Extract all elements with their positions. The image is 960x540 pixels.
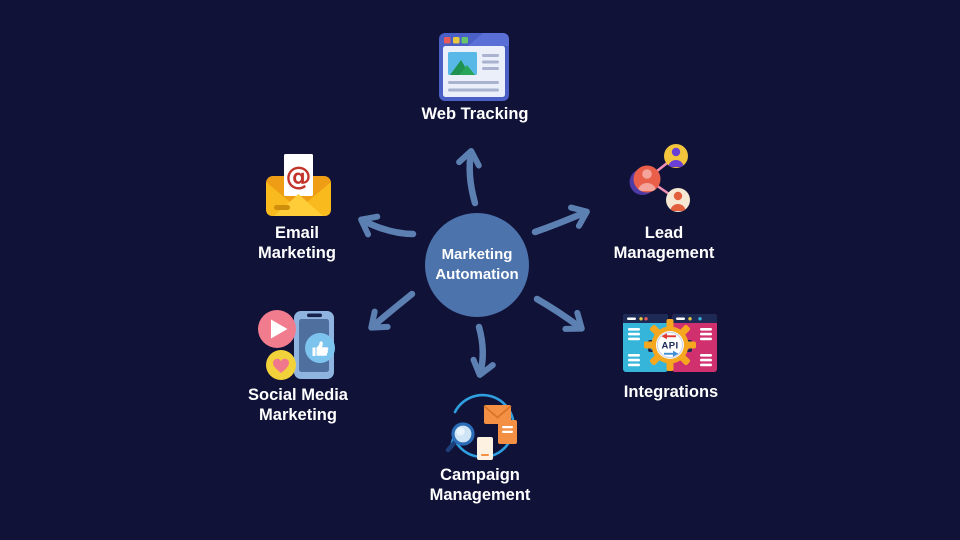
api-gear-windows-icon: API bbox=[623, 314, 717, 372]
magnifier-icon bbox=[445, 422, 475, 453]
arrow-lower-right bbox=[533, 295, 585, 332]
person-silhouette bbox=[670, 191, 686, 211]
arrow-down bbox=[470, 323, 496, 378]
label-email-marketing: Email Marketing bbox=[258, 224, 336, 262]
label-web-tracking: Web Tracking bbox=[421, 105, 529, 123]
arrow-upper-left bbox=[358, 213, 417, 238]
arrow-lower-left bbox=[368, 290, 416, 331]
heart-badge-icon bbox=[266, 350, 296, 380]
label-campaign-management: Campaign Management bbox=[429, 466, 531, 504]
play-badge-icon bbox=[258, 310, 296, 348]
envelope-item bbox=[483, 405, 512, 424]
person-silhouette bbox=[638, 169, 656, 191]
image-thumbnail bbox=[448, 52, 477, 75]
smartphone-social-badges-icon bbox=[258, 310, 335, 380]
paper-item bbox=[477, 437, 493, 460]
people-network-icon bbox=[629, 144, 690, 212]
label-lead-management: Lead Management bbox=[613, 224, 715, 262]
center-node-marketing-automation: Marketing Automation bbox=[425, 213, 529, 317]
thumbs-up-badge-icon bbox=[305, 333, 335, 363]
label-social-media-marketing: Social Media Marketing bbox=[248, 386, 348, 424]
browser-window-analytics-icon bbox=[439, 33, 509, 101]
person-silhouette bbox=[668, 147, 684, 167]
api-gear: API bbox=[644, 319, 696, 371]
center-label-line2: Automation bbox=[435, 266, 519, 283]
at-symbol-glyph: @ bbox=[286, 162, 312, 192]
document-item bbox=[498, 420, 517, 444]
api-label: API bbox=[661, 341, 678, 352]
envelope-at-icon: @ bbox=[266, 154, 331, 216]
arrow-up bbox=[456, 148, 482, 207]
campaign-cycle-icon bbox=[445, 393, 517, 460]
label-integrations: Integrations bbox=[623, 383, 719, 401]
center-label-line1: Marketing bbox=[441, 246, 513, 263]
arrow-upper-right bbox=[531, 204, 590, 236]
